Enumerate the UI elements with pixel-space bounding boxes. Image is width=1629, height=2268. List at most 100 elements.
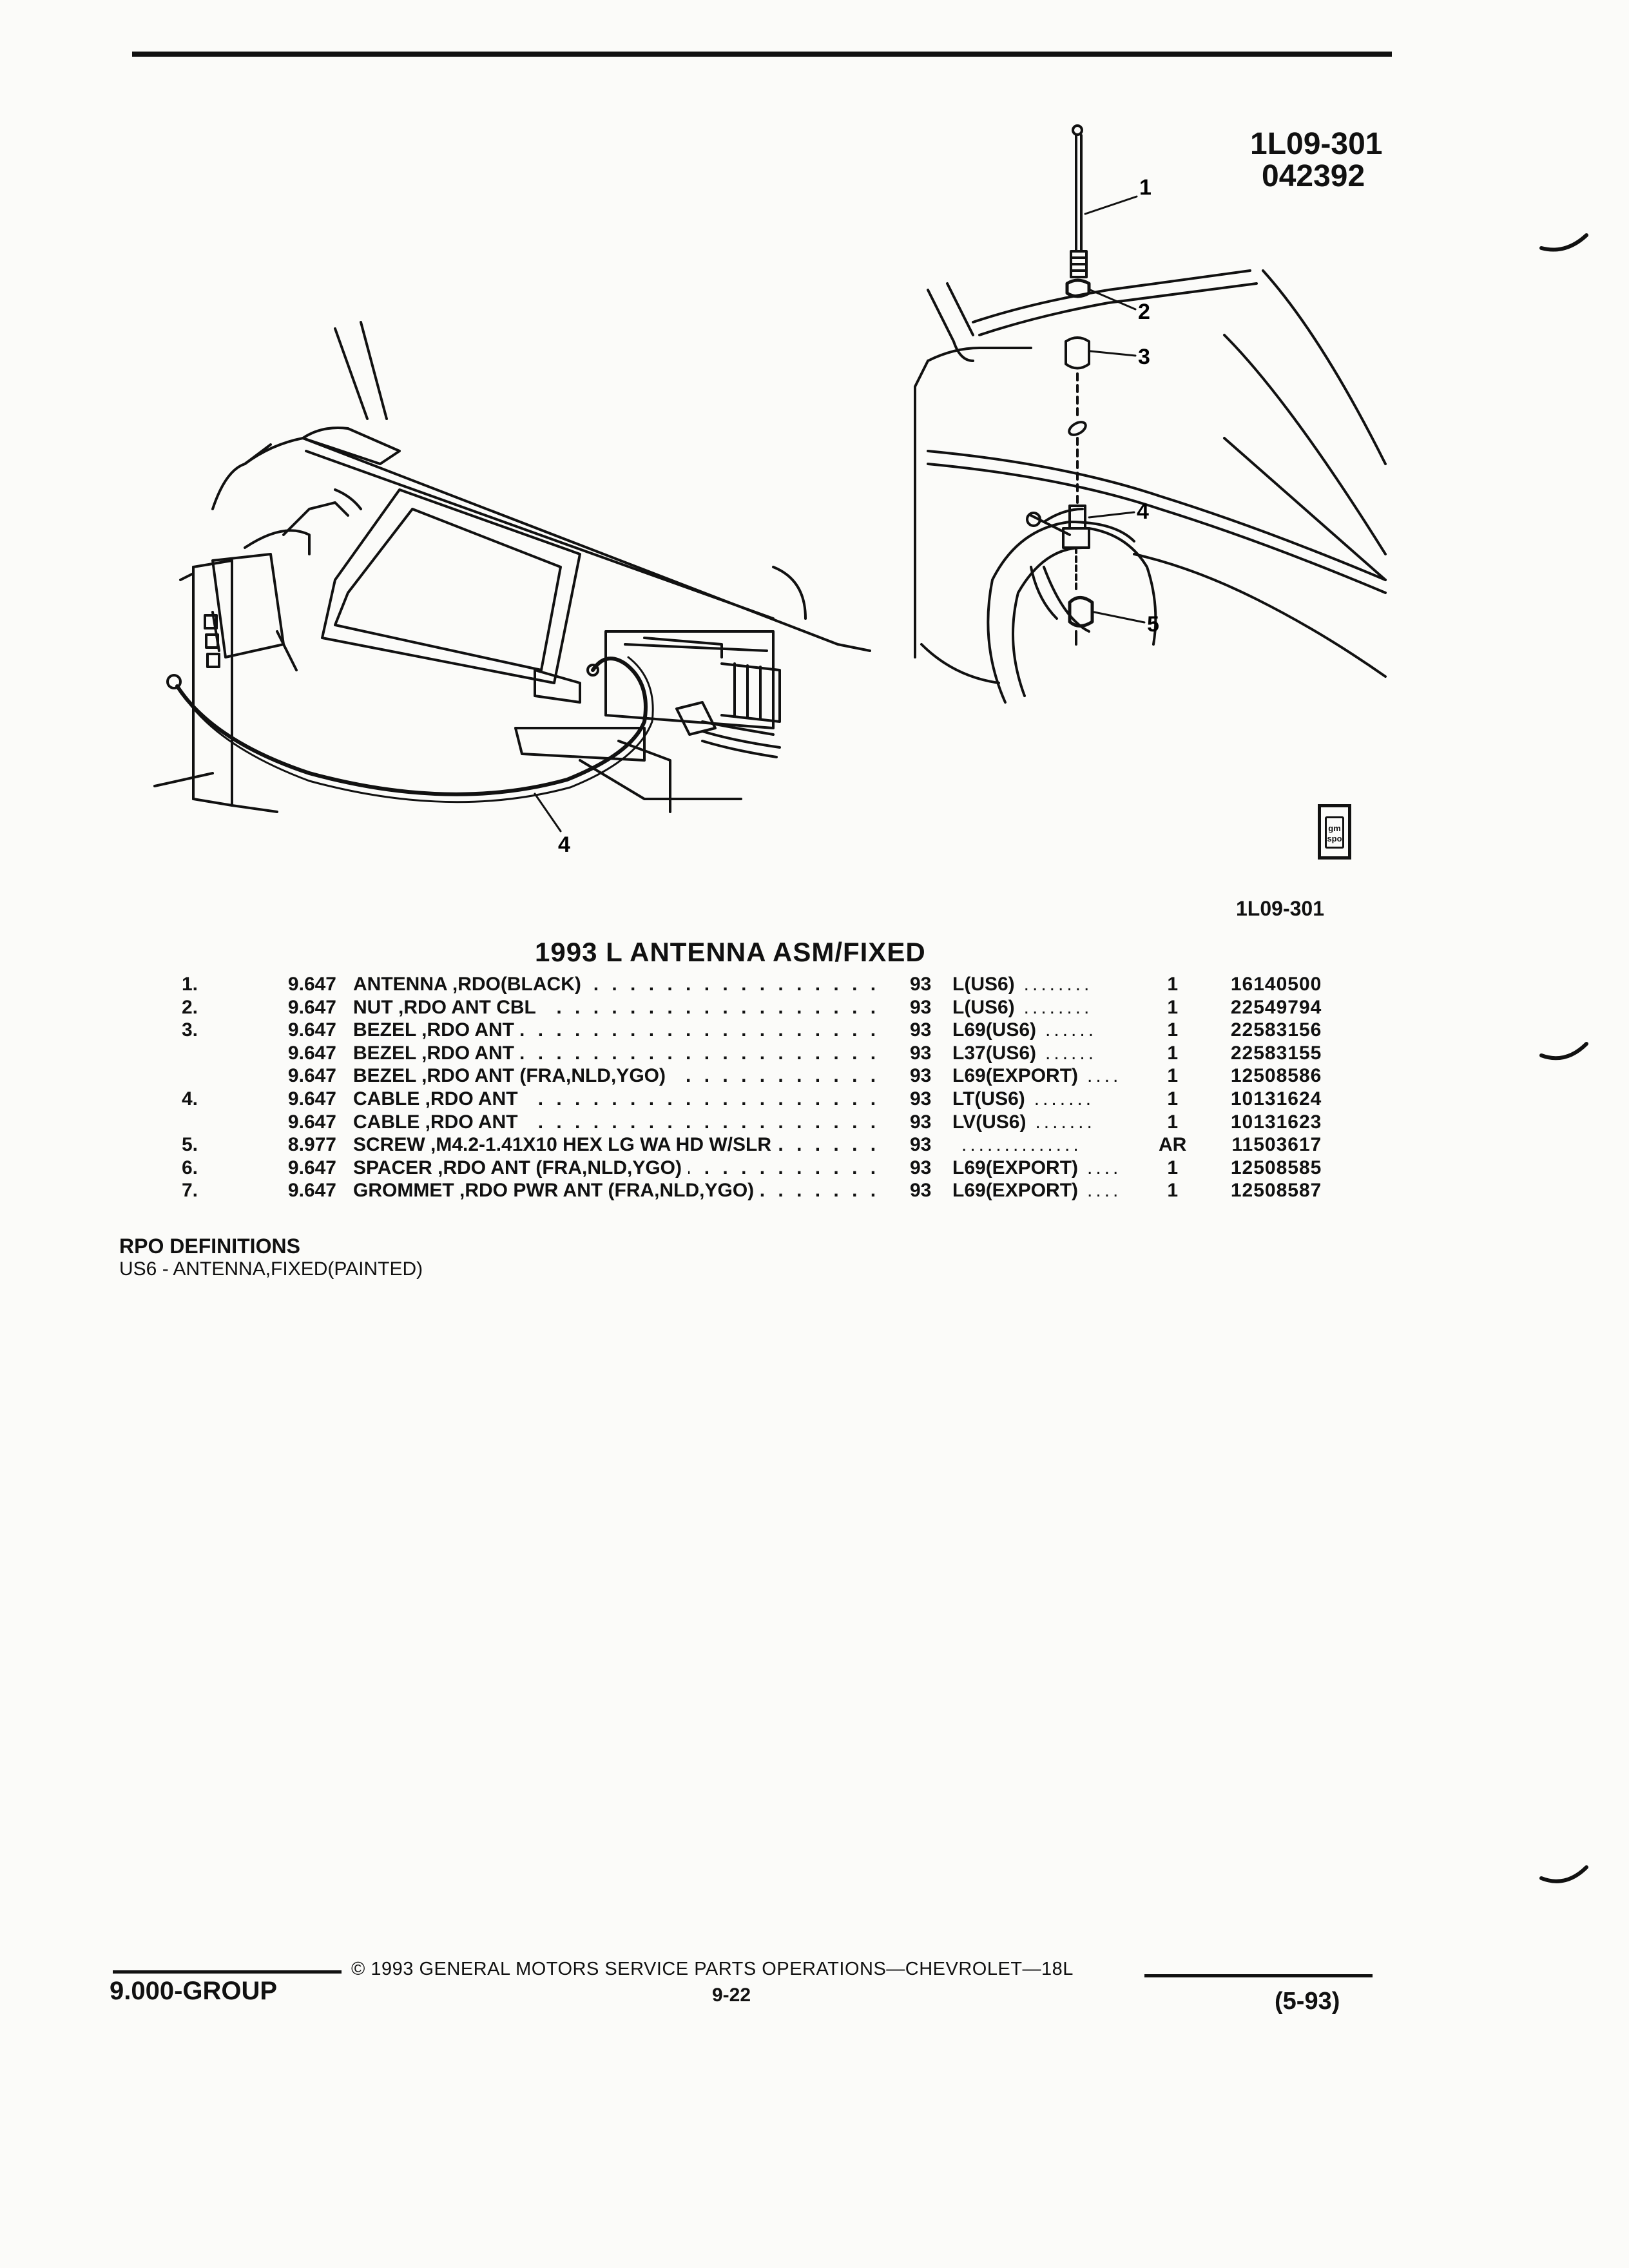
part-item-number: 4. bbox=[182, 1088, 198, 1110]
part-item-number: 7. bbox=[182, 1180, 198, 1202]
part-item-number: 1. bbox=[182, 974, 198, 995]
part-usage-cell: L69(EXPORT).... bbox=[952, 1064, 1159, 1088]
callout-3: 3 bbox=[1138, 345, 1150, 369]
part-description: NUT ,RDO ANT CBL bbox=[353, 996, 543, 1018]
part-usage-cell: L69(EXPORT).... bbox=[952, 1157, 1159, 1180]
top-rule bbox=[132, 52, 1392, 57]
part-description-cell: SPACER ,RDO ANT (FRA,NLD,YGO). . . . . .… bbox=[353, 1157, 910, 1180]
part-number: 12508586 bbox=[1230, 1065, 1322, 1087]
part-usage-cell: L69(EXPORT).... bbox=[952, 1179, 1159, 1202]
part-model-year: 93 bbox=[910, 996, 932, 1018]
part-model-year: 93 bbox=[910, 1134, 932, 1156]
part-model-year: 93 bbox=[910, 1157, 932, 1178]
part-group-number: 9.647 bbox=[287, 1042, 336, 1064]
table-row: 4. 9.647 CABLE ,RDO ANT. . . . . . . . . .… bbox=[182, 1088, 1322, 1111]
binding-mark-bottom bbox=[1539, 1865, 1588, 1883]
table-row: 3. 9.647 BEZEL ,RDO ANT. . . . . . . . . .… bbox=[182, 1019, 1322, 1042]
part-model-year: 93 bbox=[910, 1019, 932, 1041]
dot-leader: .............. bbox=[961, 1134, 1082, 1156]
table-row: 9.647 BEZEL ,RDO ANT (FRA,NLD,YGO). . . .… bbox=[182, 1064, 1322, 1088]
dot-leader: .... bbox=[1087, 1065, 1122, 1087]
exploded-view-diagram: 1 2 3 4 5 4 bbox=[153, 124, 1387, 857]
part-quantity: 1 bbox=[1167, 1111, 1179, 1133]
part-description: ANTENNA ,RDO(BLACK) bbox=[353, 974, 588, 995]
fender-antenna-illustration bbox=[914, 124, 1387, 704]
part-description-cell: NUT ,RDO ANT CBL. . . . . . . . . . . . … bbox=[353, 996, 910, 1019]
footer-date: (5-93) bbox=[1275, 1988, 1340, 2015]
part-usage-cell: L(US6)........ bbox=[952, 973, 1159, 996]
part-usage-code: L(US6) bbox=[952, 996, 1015, 1018]
part-description: GROMMET ,RDO PWR ANT (FRA,NLD,YGO) bbox=[353, 1180, 761, 1202]
part-number: 22583156 bbox=[1230, 1019, 1322, 1041]
part-number: 12508585 bbox=[1230, 1157, 1322, 1178]
part-usage-cell: LT(US6)....... bbox=[952, 1088, 1159, 1111]
part-description-cell: BEZEL ,RDO ANT (FRA,NLD,YGO). . . . . . … bbox=[353, 1064, 910, 1088]
callout-5: 5 bbox=[1147, 612, 1159, 637]
part-group-number: 9.647 bbox=[287, 1111, 336, 1133]
figure-code: 1L09-301 bbox=[1250, 127, 1383, 161]
part-group-number: 9.647 bbox=[287, 1065, 336, 1087]
part-description-cell: GROMMET ,RDO PWR ANT (FRA,NLD,YGO). . . … bbox=[353, 1179, 910, 1202]
part-item-number: 5. bbox=[182, 1134, 198, 1156]
dot-leader: .... bbox=[1087, 1180, 1122, 1202]
binding-mark-middle bbox=[1539, 1042, 1588, 1061]
dot-leader: ...... bbox=[1045, 1019, 1097, 1041]
part-usage-cell: L69(US6)...... bbox=[952, 1019, 1159, 1042]
dot-leader: ....... bbox=[1035, 1111, 1095, 1133]
part-item-number: 6. bbox=[182, 1157, 198, 1178]
part-description: SPACER ,RDO ANT (FRA,NLD,YGO) bbox=[353, 1157, 688, 1178]
part-group-number: 9.647 bbox=[287, 1088, 336, 1110]
part-quantity: 1 bbox=[1167, 1088, 1179, 1110]
part-usage-code: LV(US6) bbox=[952, 1111, 1027, 1133]
part-description-cell: BEZEL ,RDO ANT. . . . . . . . . . . . . … bbox=[353, 1042, 910, 1065]
part-usage-cell: .............. bbox=[952, 1133, 1159, 1157]
callout-4-right: 4 bbox=[1137, 499, 1149, 524]
part-model-year: 93 bbox=[910, 1065, 932, 1087]
dashboard-illustration bbox=[153, 321, 871, 832]
part-group-number: 9.647 bbox=[287, 1157, 336, 1178]
part-number: 12508587 bbox=[1230, 1180, 1322, 1202]
figure-caption-code: 1L09-301 bbox=[1236, 897, 1324, 920]
part-quantity: 1 bbox=[1167, 974, 1179, 995]
part-quantity: AR bbox=[1159, 1134, 1187, 1156]
part-group-number: 9.647 bbox=[287, 1019, 336, 1041]
part-description-cell: SCREW ,M4.2-1.41X10 HEX LG WA HD W/SLR. … bbox=[353, 1133, 910, 1157]
part-description: CABLE ,RDO ANT bbox=[353, 1111, 525, 1133]
callout-1: 1 bbox=[1139, 175, 1152, 200]
rpo-heading: RPO DEFINITIONS bbox=[119, 1235, 300, 1258]
table-row: 6. 9.647 SPACER ,RDO ANT (FRA,NLD,YGO). . … bbox=[182, 1157, 1322, 1180]
footer-group-label: 9.000-GROUP bbox=[110, 1977, 278, 2005]
part-item-number bbox=[182, 1111, 259, 1134]
part-number: 10131623 bbox=[1230, 1111, 1322, 1133]
part-description: BEZEL ,RDO ANT bbox=[353, 1019, 521, 1041]
part-item-number: 3. bbox=[182, 1019, 198, 1041]
part-usage-cell: LV(US6)....... bbox=[952, 1111, 1159, 1134]
dot-leader: .... bbox=[1087, 1157, 1122, 1178]
part-model-year: 93 bbox=[910, 1111, 932, 1133]
part-item-number bbox=[182, 1042, 259, 1065]
part-quantity: 1 bbox=[1167, 1180, 1179, 1202]
part-quantity: 1 bbox=[1167, 996, 1179, 1018]
part-group-number: 9.647 bbox=[287, 1180, 336, 1202]
part-number: 10131624 bbox=[1230, 1088, 1322, 1110]
figure-date-code: 042392 bbox=[1262, 159, 1365, 193]
part-group-number: 9.647 bbox=[287, 996, 336, 1018]
dot-leader: ........ bbox=[1023, 996, 1093, 1018]
part-usage-code: L69(US6) bbox=[952, 1019, 1037, 1041]
part-description: BEZEL ,RDO ANT bbox=[353, 1042, 521, 1064]
part-description-cell: CABLE ,RDO ANT. . . . . . . . . . . . . … bbox=[353, 1088, 910, 1111]
part-quantity: 1 bbox=[1167, 1019, 1179, 1041]
part-description-cell: BEZEL ,RDO ANT. . . . . . . . . . . . . … bbox=[353, 1019, 910, 1042]
part-number: 22549794 bbox=[1230, 996, 1322, 1018]
part-usage-code: L69(EXPORT) bbox=[952, 1065, 1079, 1087]
part-usage-cell: L(US6)........ bbox=[952, 996, 1159, 1019]
part-quantity: 1 bbox=[1167, 1157, 1179, 1178]
footer-rule-left bbox=[113, 1970, 342, 1974]
